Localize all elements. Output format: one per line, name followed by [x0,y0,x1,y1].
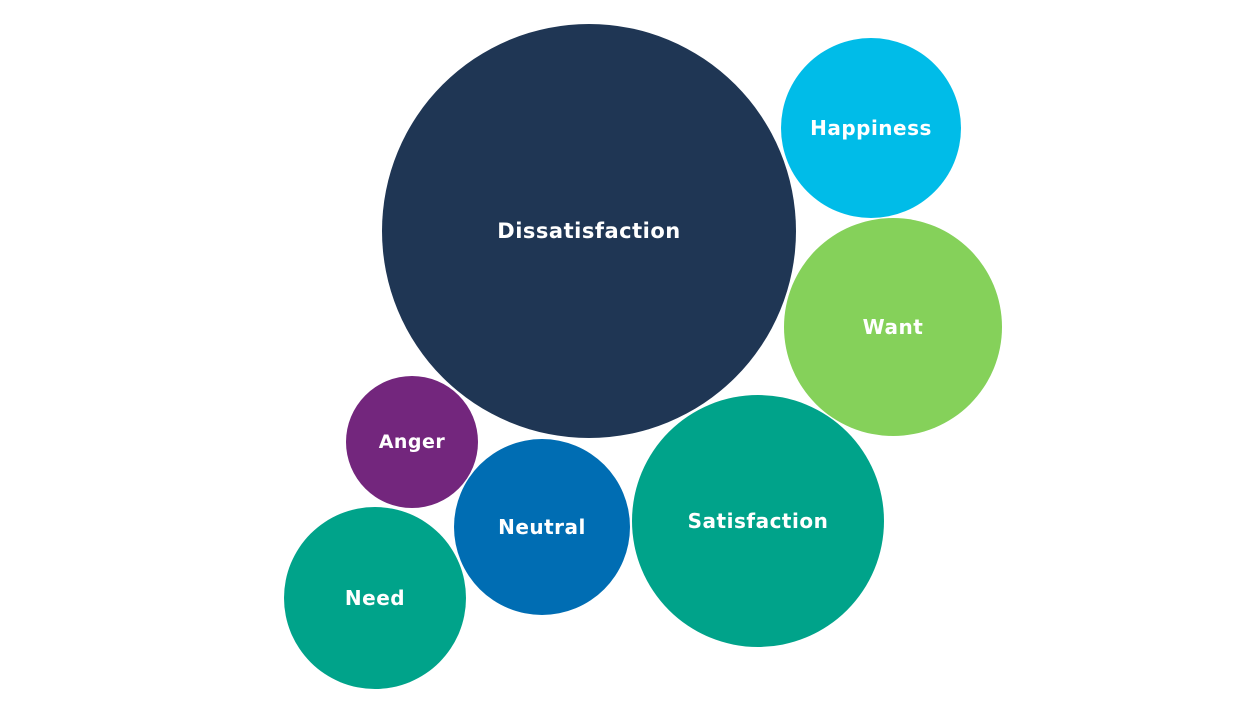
bubble-label-want: Want [863,315,924,339]
bubble-circle-dissatisfaction [382,24,796,438]
bubble-label-happiness: Happiness [810,116,932,140]
bubble-label-need: Need [345,586,405,610]
bubble-dissatisfaction: Dissatisfaction [382,24,796,438]
bubble-circle-neutral [454,439,630,615]
bubble-circle-need [284,507,466,689]
bubble-label-neutral: Neutral [498,515,586,539]
bubble-label-satisfaction: Satisfaction [688,509,829,533]
bubble-anger: Anger [346,376,478,508]
bubble-label-anger: Anger [379,431,446,453]
bubble-want: Want [784,218,1002,436]
bubble-need: Need [284,507,466,689]
bubble-label-dissatisfaction: Dissatisfaction [497,219,680,243]
bubble-neutral: Neutral [454,439,630,615]
bubble-happiness: Happiness [781,38,961,218]
bubble-circle-happiness [781,38,961,218]
bubble-circle-anger [346,376,478,508]
bubble-circle-satisfaction [632,395,884,647]
bubble-circle-want [784,218,1002,436]
bubble-satisfaction: Satisfaction [632,395,884,647]
